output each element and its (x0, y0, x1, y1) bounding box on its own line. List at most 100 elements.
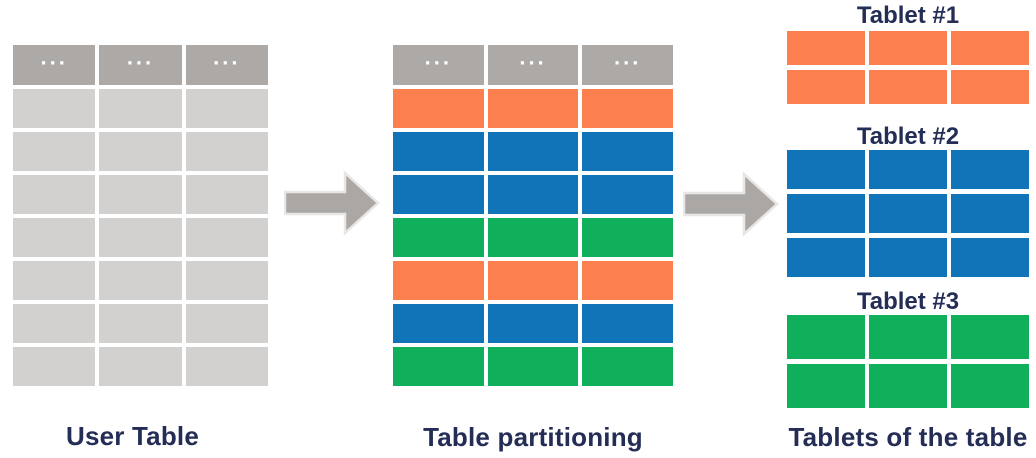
table-cell (185, 261, 268, 300)
table-row (393, 132, 674, 171)
table-cell (869, 315, 947, 359)
table-cell (13, 89, 96, 128)
header-cell: ... (393, 45, 484, 85)
table-cell (869, 70, 947, 104)
header-cell: ... (99, 44, 182, 85)
tablet-title: Tablet #1 (856, 2, 960, 29)
table-cell (393, 218, 484, 257)
table-cell (99, 89, 182, 128)
table-row (13, 132, 268, 171)
table-cell (13, 175, 96, 214)
ellipsis-label: ... (126, 44, 155, 70)
table-row (13, 175, 268, 214)
table-cell (787, 238, 865, 277)
table-cell (99, 218, 182, 257)
table-row (13, 347, 268, 386)
arrow-right-icon (683, 171, 779, 237)
user-table-caption: User Table (65, 421, 199, 451)
table-cell (869, 31, 947, 65)
partitioned-table-caption: Table partitioning (423, 422, 643, 452)
table-cell (393, 175, 484, 214)
tablet-table (787, 31, 1029, 104)
table-row (787, 150, 1029, 189)
table-row (787, 364, 1029, 408)
header-cell: ... (13, 44, 96, 85)
table-row (13, 304, 268, 343)
table-cell (393, 89, 484, 128)
table-cell (582, 304, 674, 343)
table-cell (487, 261, 579, 300)
arrow-right-icon (284, 170, 380, 236)
table-cell (99, 261, 182, 300)
table-cell (13, 218, 96, 257)
table-cell (582, 175, 674, 214)
table-row (787, 70, 1029, 104)
table-cell (13, 304, 96, 343)
table-row (787, 315, 1029, 359)
table-cell (99, 304, 182, 343)
table-row (13, 261, 268, 300)
table-cell (99, 132, 182, 171)
tablet-title: Tablet #3 (856, 288, 960, 315)
table-row (787, 194, 1029, 233)
table-cell (185, 347, 268, 386)
table-cell (869, 238, 947, 277)
table-cell (951, 31, 1029, 65)
ellipsis-label: ... (424, 44, 452, 70)
table-cell (787, 70, 865, 104)
table-cell (951, 238, 1029, 277)
table-cell (393, 347, 484, 386)
table-cell (787, 315, 865, 359)
tablets-caption: Tablets of the table (788, 422, 1028, 452)
table-cell (185, 89, 268, 128)
table-cell (787, 364, 865, 408)
table-cell (487, 132, 579, 171)
table-cell (951, 315, 1029, 359)
table-cell (487, 304, 579, 343)
table-cell (787, 150, 865, 189)
table-cell (582, 261, 674, 300)
ellipsis-label: ... (614, 44, 642, 70)
ellipsis-label: ... (519, 44, 547, 70)
table-cell (487, 218, 579, 257)
tablet-table (787, 315, 1029, 408)
table-cell (582, 218, 674, 257)
table-cell (869, 150, 947, 189)
table-cell (13, 261, 96, 300)
ellipsis-label: ... (213, 44, 241, 70)
table-row (787, 31, 1029, 65)
table-cell (185, 175, 268, 214)
table-row (13, 218, 268, 257)
table-cell (487, 89, 579, 128)
table-row (393, 175, 674, 214)
table-row (13, 89, 268, 128)
table-row (393, 304, 674, 343)
table-cell (13, 347, 96, 386)
table-cell (487, 175, 579, 214)
table-cell (393, 304, 484, 343)
user-table: ......... (13, 45, 268, 386)
ellipsis-label: ... (40, 44, 68, 70)
table-cell (951, 70, 1029, 104)
table-cell (951, 150, 1029, 189)
partitioned-table: ......... (393, 44, 674, 386)
table-cell (582, 347, 674, 386)
table-row (787, 238, 1029, 277)
table-cell (487, 347, 579, 386)
table-row (393, 218, 674, 257)
table-cell (99, 347, 182, 386)
table-cell (185, 218, 268, 257)
tablet-table (787, 150, 1029, 277)
table-cell (787, 194, 865, 233)
table-cell (869, 194, 947, 233)
table-cell (99, 175, 182, 214)
header-cell: ... (582, 44, 674, 85)
header-cell: ... (185, 44, 268, 85)
table-cell (393, 261, 484, 300)
table-cell (185, 304, 268, 343)
table-header-row: ......... (393, 44, 674, 85)
table-cell (951, 194, 1029, 233)
table-cell (787, 31, 865, 65)
table-row (393, 261, 674, 300)
table-cell (185, 132, 268, 171)
